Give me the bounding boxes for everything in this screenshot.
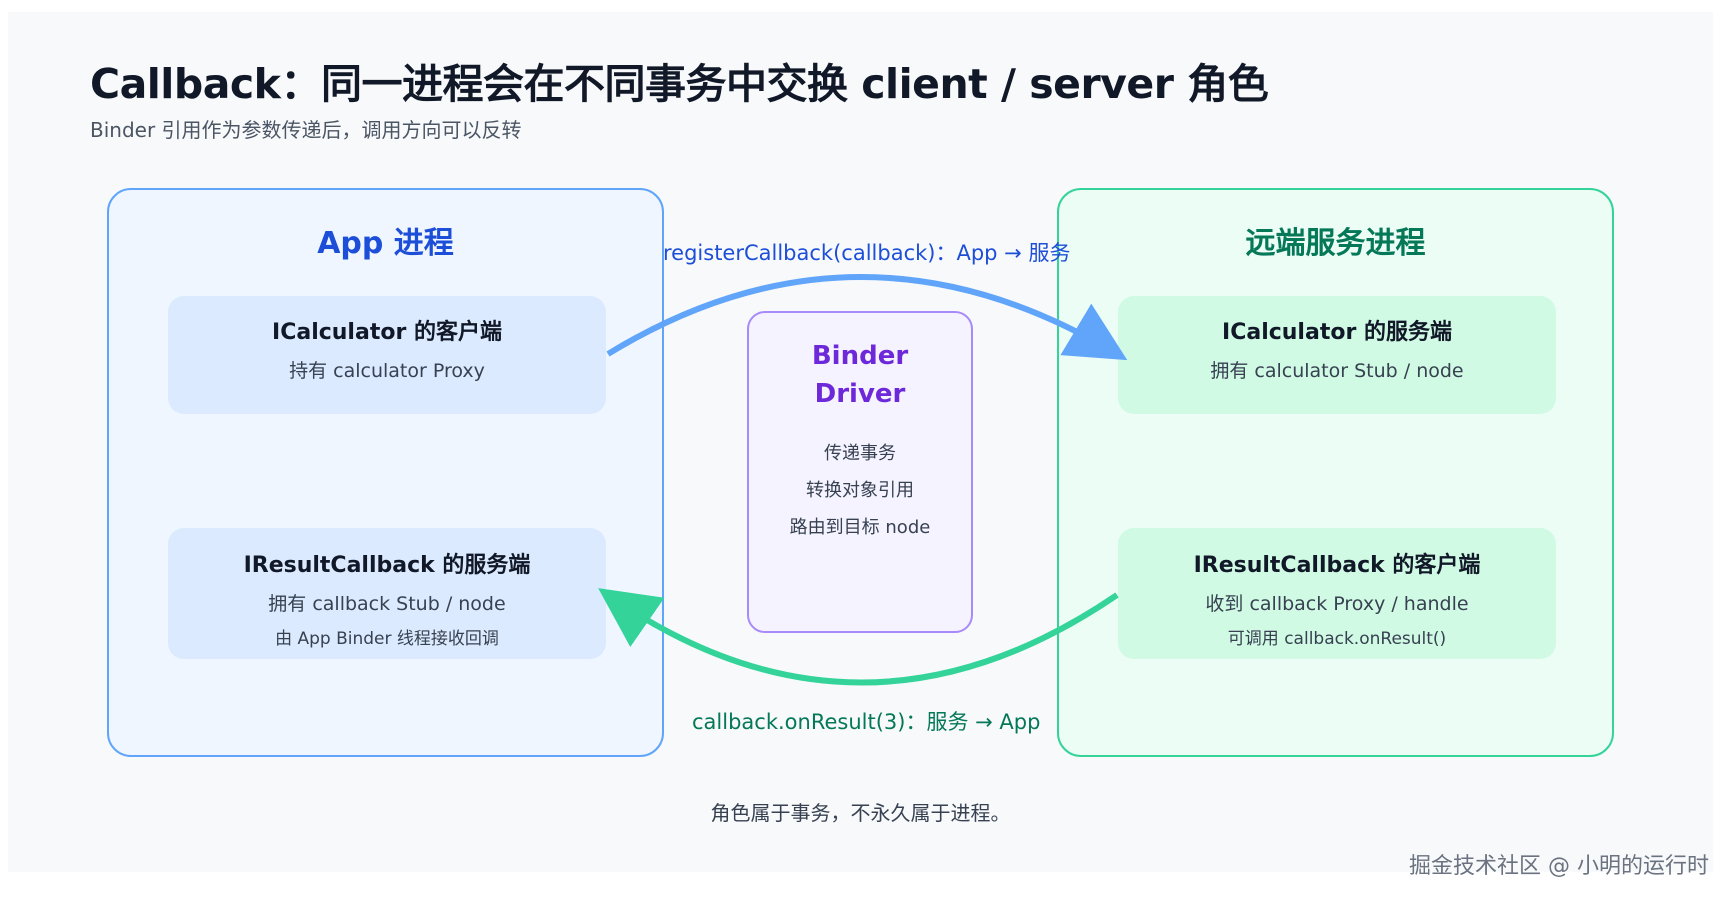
remote-icalculator-server-card: ICalculator 的服务端 拥有 calculator Stub / no…: [1118, 296, 1556, 414]
card-line: 持有 calculator Proxy: [289, 360, 485, 382]
watermark: 掘金技术社区 @ 小明的运行时: [1409, 854, 1709, 879]
diagram-title: Callback：同一进程会在不同事务中交换 client / server 角…: [90, 60, 1269, 108]
remote-callback-client-card: IResultCallback 的客户端 收到 callback Proxy /…: [1118, 528, 1556, 659]
remote-process-box: 远端服务进程 ICalculator 的服务端 拥有 calculator St…: [1057, 188, 1614, 757]
card-line: 收到 callback Proxy / handle: [1205, 593, 1469, 615]
driver-line-convert: 转换对象引用: [806, 480, 914, 501]
register-callback-label: registerCallback(callback)：App → 服务: [663, 241, 1071, 265]
driver-line-transaction: 传递事务: [824, 443, 896, 464]
binder-driver-box: Binder Driver 传递事务 转换对象引用 路由到目标 node: [747, 311, 973, 633]
card-title: IResultCallback 的服务端: [243, 553, 531, 578]
diagram-subtitle: Binder 引用作为参数传递后，调用方向可以反转: [90, 118, 522, 142]
app-process-box: App 进程 ICalculator 的客户端 持有 calculator Pr…: [107, 188, 664, 757]
app-process-title: App 进程: [317, 226, 454, 261]
card-line-small: 由 App Binder 线程接收回调: [275, 629, 499, 649]
driver-title-line2: Driver: [814, 379, 906, 409]
card-line: 拥有 callback Stub / node: [268, 593, 506, 615]
card-line: 拥有 calculator Stub / node: [1210, 360, 1464, 382]
app-icalculator-client-card: ICalculator 的客户端 持有 calculator Proxy: [168, 296, 606, 414]
footnote: 角色属于事务，不永久属于进程。: [710, 801, 1011, 825]
card-line-small: 可调用 callback.onResult(): [1227, 629, 1447, 649]
card-title: ICalculator 的客户端: [272, 320, 502, 345]
card-title: IResultCallback 的客户端: [1193, 553, 1481, 578]
driver-line-route: 路由到目标 node: [789, 517, 931, 538]
on-result-label: callback.onResult(3)：服务 → App: [692, 710, 1041, 734]
remote-process-title: 远端服务进程: [1245, 226, 1426, 261]
app-callback-server-card: IResultCallback 的服务端 拥有 callback Stub / …: [168, 528, 606, 659]
driver-title-line1: Binder: [811, 341, 909, 371]
card-title: ICalculator 的服务端: [1222, 320, 1452, 345]
